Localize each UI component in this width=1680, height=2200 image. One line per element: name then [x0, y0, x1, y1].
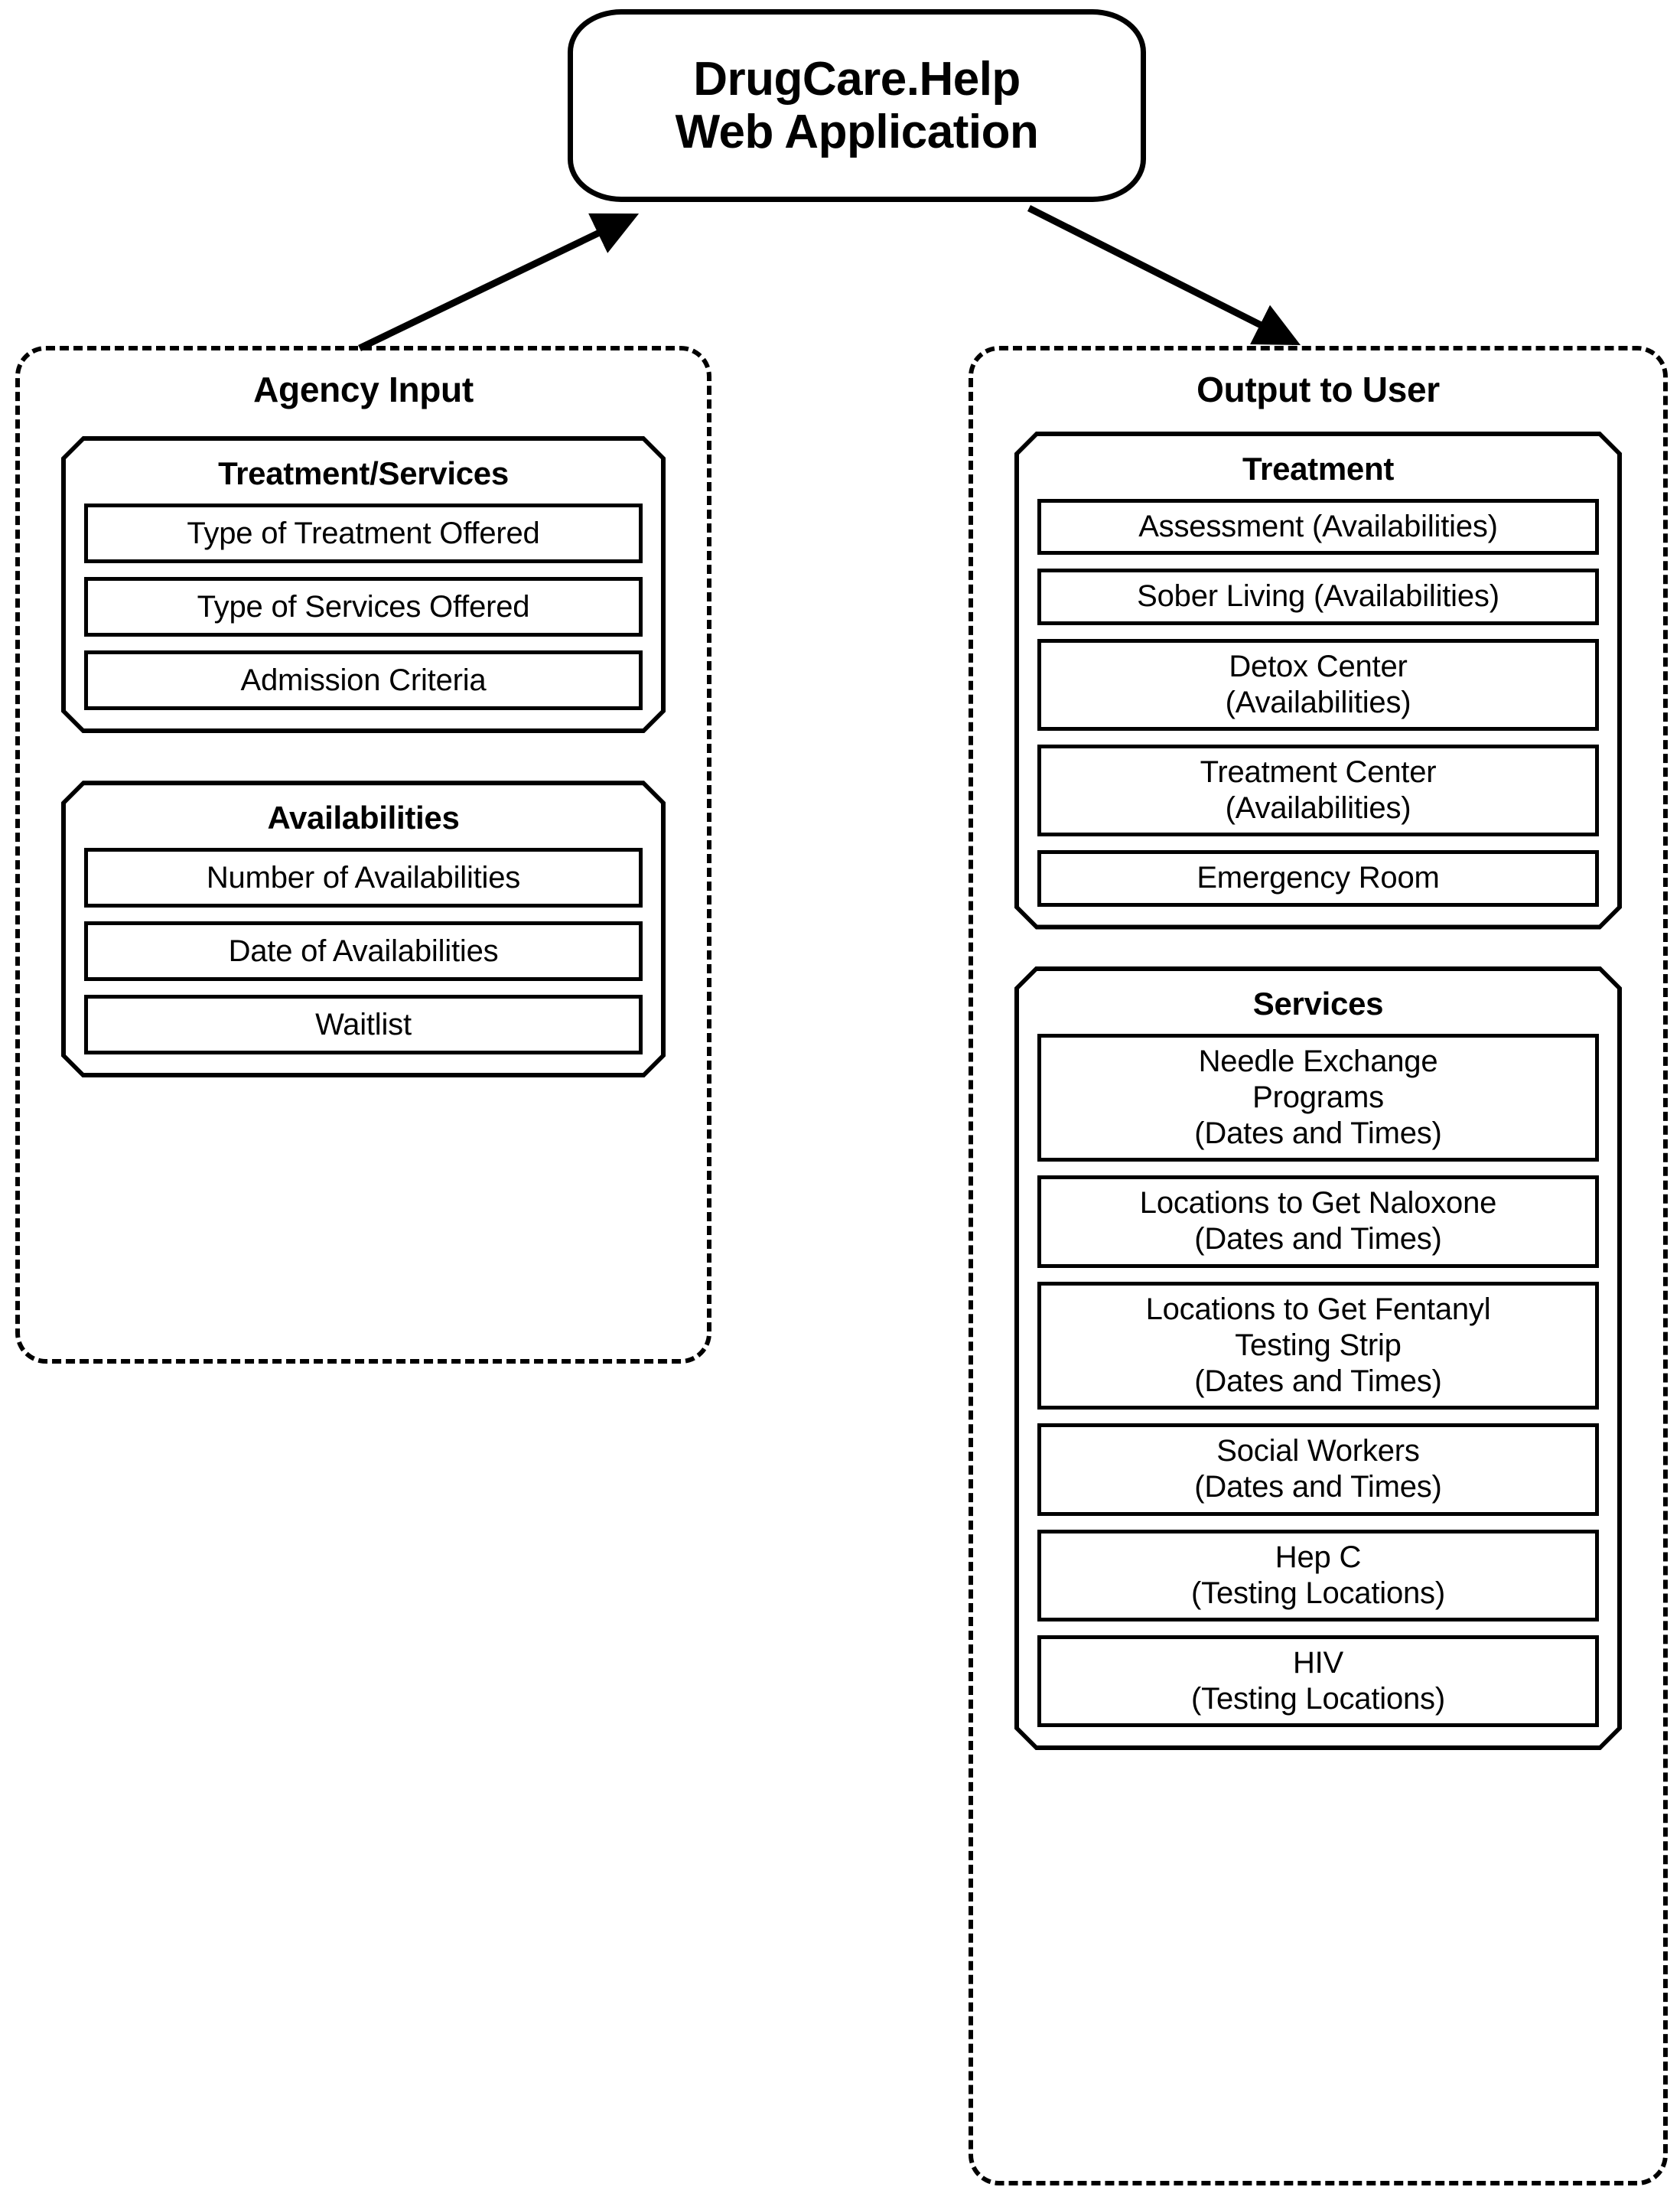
item-locations-to-get-naloxone[interactable]: Locations to Get Naloxone (Dates and Tim… — [1037, 1175, 1599, 1267]
item-label: Type of Treatment Offered — [187, 516, 540, 550]
item-label: Needle Exchange — [1198, 1044, 1438, 1078]
item-label: Admission Criteria — [240, 663, 487, 697]
item-label: Waitlist — [315, 1007, 412, 1041]
item-type-of-treatment-offered[interactable]: Type of Treatment Offered — [84, 504, 643, 563]
item-sober-living-availabilities[interactable]: Sober Living (Availabilities) — [1037, 569, 1599, 624]
item-detail: (Dates and Times) — [1194, 1116, 1442, 1151]
arrow-agency-input-to-app — [358, 213, 640, 352]
item-detail: (Dates and Times) — [1194, 1470, 1442, 1504]
item-detail: (Testing Locations) — [1191, 1576, 1445, 1610]
group-output-to-user: Output to User Treatment Assessment (Ava… — [969, 346, 1668, 2185]
item-label: Assessment (Availabilities) — [1138, 510, 1498, 544]
item-treatment-center-availabilities[interactable]: Treatment Center (Availabilities) — [1037, 745, 1599, 836]
item-hep-c-testing-locations[interactable]: Hep C (Testing Locations) — [1037, 1530, 1599, 1621]
panel-services: Services Needle Exchange Programs (Dates… — [1014, 966, 1622, 1751]
item-social-workers[interactable]: Social Workers (Dates and Times) — [1037, 1423, 1599, 1515]
item-sublabel: Programs — [1252, 1080, 1384, 1114]
group-agency-input: Agency Input Treatment/Services Type of … — [15, 346, 711, 1364]
item-waitlist[interactable]: Waitlist — [84, 995, 643, 1054]
item-label: Treatment Center — [1200, 755, 1437, 789]
panel-treatment-services: Treatment/Services Type of Treatment Off… — [61, 436, 666, 733]
item-type-of-services-offered[interactable]: Type of Services Offered — [84, 577, 643, 637]
item-label: HIV — [1292, 1645, 1344, 1680]
item-date-of-availabilities[interactable]: Date of Availabilities — [84, 921, 643, 981]
item-label: Social Workers — [1216, 1434, 1420, 1468]
app-title-line-2: Web Application — [675, 106, 1039, 158]
item-detail: (Testing Locations) — [1191, 1682, 1445, 1716]
item-label: Number of Availabilities — [206, 860, 521, 895]
item-sublabel: Testing Strip — [1235, 1328, 1402, 1362]
group-agency-input-title: Agency Input — [253, 370, 474, 409]
item-label: Locations to Get Naloxone — [1139, 1186, 1497, 1221]
item-detox-center-availabilities[interactable]: Detox Center (Availabilities) — [1037, 639, 1599, 731]
item-label: Hep C — [1275, 1540, 1362, 1574]
panel-availabilities: Availabilities Number of Availabilities … — [61, 781, 666, 1077]
group-output-to-user-title: Output to User — [1197, 370, 1440, 409]
app-title-box: DrugCare.Help Web Application — [568, 9, 1146, 202]
item-label: Sober Living (Availabilities) — [1137, 579, 1499, 614]
item-label: Date of Availabilities — [228, 934, 499, 968]
panel-treatment: Treatment Assessment (Availabilities) So… — [1014, 432, 1622, 930]
item-detail: (Dates and Times) — [1194, 1222, 1442, 1256]
item-emergency-room[interactable]: Emergency Room — [1037, 850, 1599, 906]
item-label: Type of Services Offered — [197, 589, 530, 624]
app-title-line-1: DrugCare.Help — [693, 52, 1021, 106]
panel-availabilities-title: Availabilities — [267, 800, 460, 836]
panel-treatment-title: Treatment — [1242, 451, 1395, 487]
item-label: Emergency Room — [1197, 861, 1440, 895]
panel-treatment-services-title: Treatment/Services — [218, 455, 509, 491]
item-label: Locations to Get Fentanyl — [1145, 1292, 1491, 1326]
item-detail: (Dates and Times) — [1194, 1364, 1442, 1398]
item-locations-to-get-fentanyl-testing-strip[interactable]: Locations to Get Fentanyl Testing Strip … — [1037, 1282, 1599, 1410]
item-sublabel: (Availabilities) — [1225, 791, 1411, 826]
item-assessment-availabilities[interactable]: Assessment (Availabilities) — [1037, 499, 1599, 555]
item-label: Detox Center — [1229, 649, 1408, 683]
item-admission-criteria[interactable]: Admission Criteria — [84, 650, 643, 710]
item-sublabel: (Availabilities) — [1225, 685, 1411, 719]
item-number-of-availabilities[interactable]: Number of Availabilities — [84, 848, 643, 908]
item-hiv-testing-locations[interactable]: HIV (Testing Locations) — [1037, 1635, 1599, 1727]
panel-services-title: Services — [1252, 985, 1384, 1022]
arrow-app-to-output-user — [1027, 204, 1301, 346]
item-needle-exchange-programs[interactable]: Needle Exchange Programs (Dates and Time… — [1037, 1034, 1599, 1162]
